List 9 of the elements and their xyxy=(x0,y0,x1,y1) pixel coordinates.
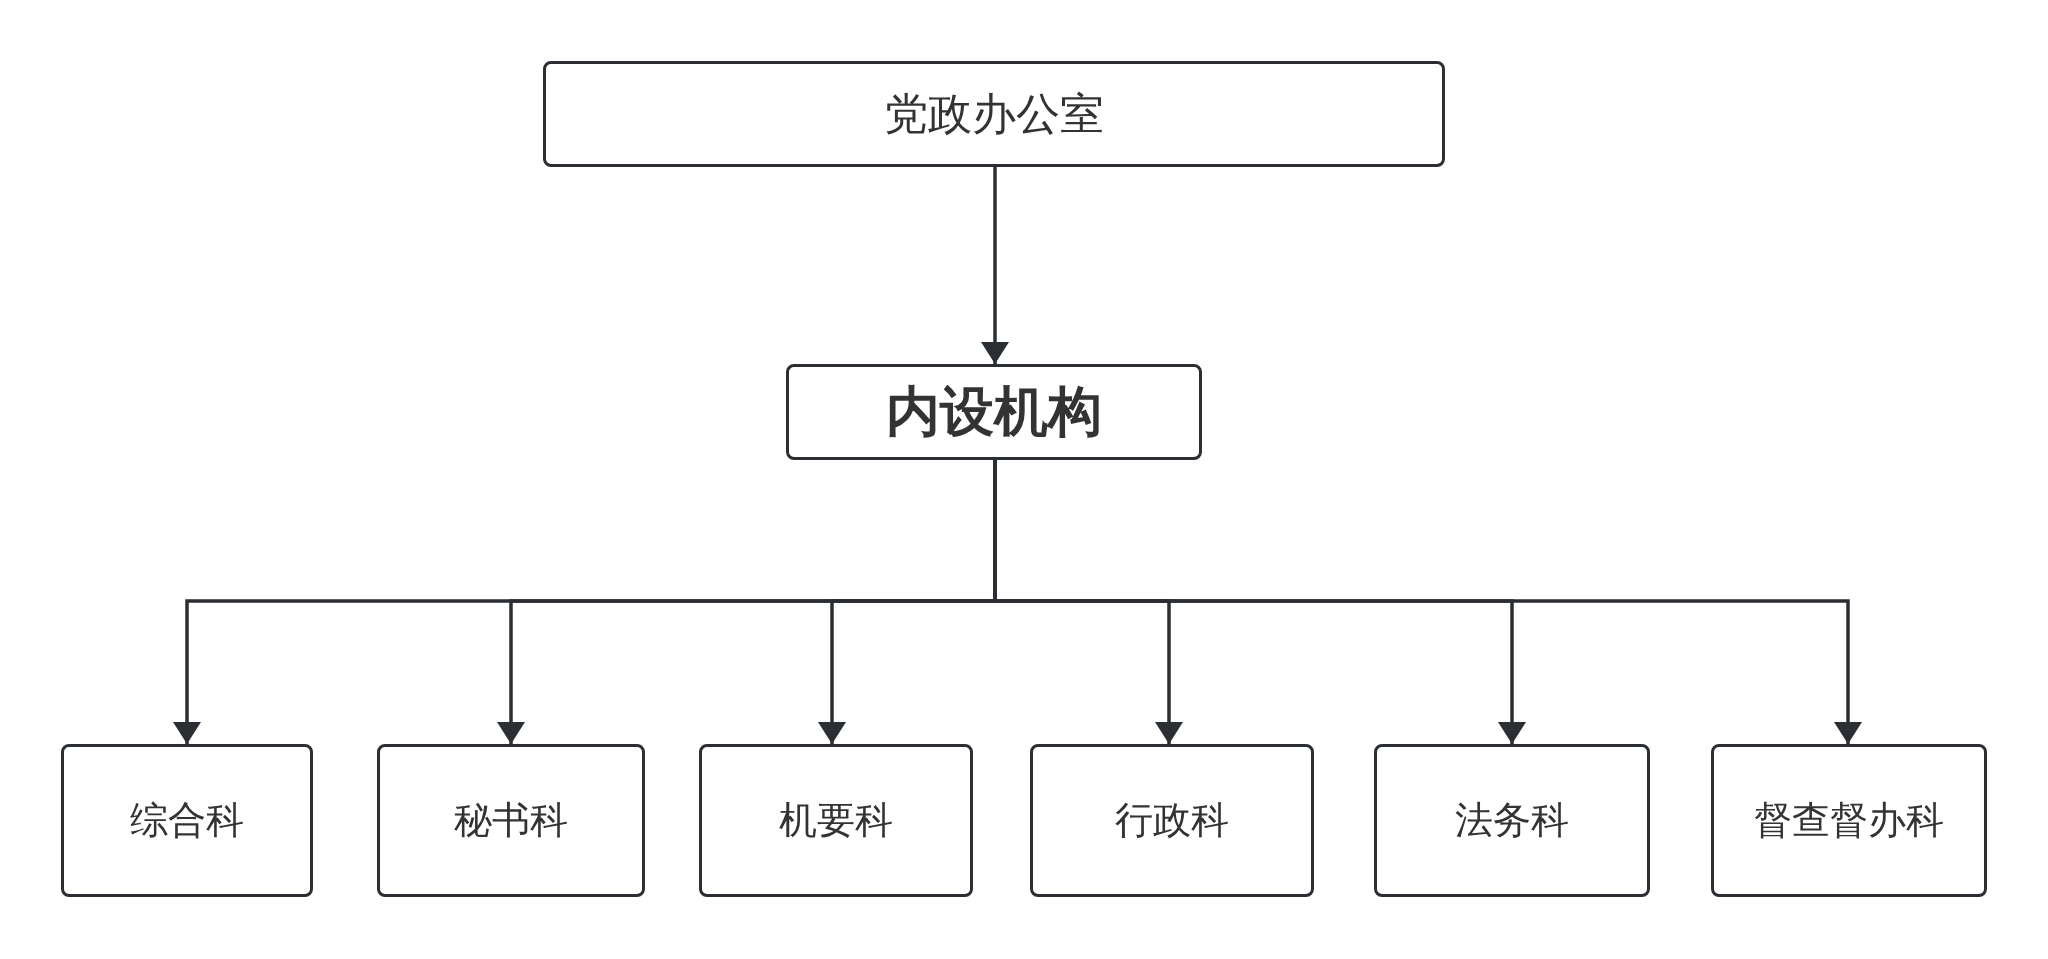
org-box: 机要科 xyxy=(699,744,973,897)
org-box: 综合科 xyxy=(61,744,313,897)
org-box: 法务科 xyxy=(1374,744,1650,897)
org-box: 内设机构 xyxy=(786,364,1202,460)
org-box: 党政办公室 xyxy=(543,61,1445,167)
org-box: 督查督办科 xyxy=(1711,744,1987,897)
org-box: 行政科 xyxy=(1030,744,1314,897)
org-box: 秘书科 xyxy=(377,744,645,897)
arrow xyxy=(981,167,1009,364)
